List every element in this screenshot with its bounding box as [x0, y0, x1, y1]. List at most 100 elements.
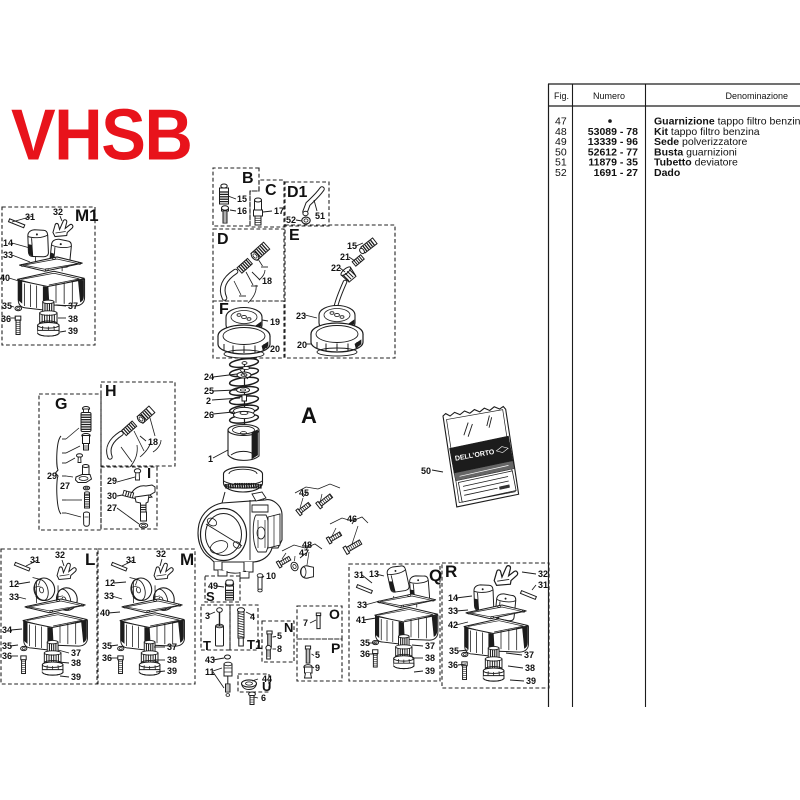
svg-text:Q: Q [429, 566, 442, 585]
svg-text:44: 44 [262, 674, 272, 684]
svg-text:47: 47 [555, 116, 567, 128]
svg-text:45: 45 [299, 488, 309, 498]
svg-text:O: O [329, 606, 340, 622]
svg-text:35: 35 [102, 641, 112, 651]
svg-text:1: 1 [208, 454, 213, 464]
svg-text:49: 49 [208, 581, 218, 591]
svg-text:33: 33 [9, 592, 19, 602]
svg-text:38: 38 [71, 658, 81, 668]
svg-text:Denominazione: Denominazione [725, 91, 788, 101]
svg-text:Guarnizione tappo filtro benzi: Guarnizione tappo filtro benzina [654, 116, 800, 128]
svg-text:12: 12 [9, 579, 19, 589]
svg-text:52: 52 [286, 215, 296, 225]
svg-text:26: 26 [204, 410, 214, 420]
svg-text:F: F [219, 301, 229, 318]
svg-text:40: 40 [0, 273, 10, 283]
svg-text:33: 33 [357, 600, 367, 610]
svg-text:35: 35 [2, 301, 12, 311]
svg-text:7: 7 [303, 618, 308, 628]
svg-text:T1: T1 [247, 637, 262, 652]
svg-text:39: 39 [425, 666, 435, 676]
svg-text:18: 18 [262, 276, 272, 286]
svg-text:41: 41 [356, 615, 366, 625]
svg-text:15: 15 [237, 194, 247, 204]
svg-text:25: 25 [204, 386, 214, 396]
svg-text:37: 37 [167, 642, 177, 652]
svg-text:P: P [331, 640, 340, 656]
svg-text:Numero: Numero [593, 91, 625, 101]
svg-text:23: 23 [296, 311, 306, 321]
svg-text:31: 31 [354, 570, 364, 580]
svg-text:33: 33 [104, 591, 114, 601]
svg-text:27: 27 [60, 481, 70, 491]
svg-text:2: 2 [206, 396, 211, 406]
svg-text:D: D [217, 231, 229, 248]
svg-text:M: M [180, 550, 194, 569]
svg-text:5: 5 [277, 631, 282, 641]
svg-text:34: 34 [2, 625, 12, 635]
svg-text:31: 31 [25, 212, 35, 222]
svg-text:13: 13 [369, 569, 379, 579]
svg-text:36: 36 [2, 651, 12, 661]
svg-text:10: 10 [266, 571, 276, 581]
svg-text:53089 - 78: 53089 - 78 [588, 126, 638, 138]
svg-text:L: L [85, 550, 95, 569]
svg-text:50: 50 [421, 466, 431, 476]
svg-text:38: 38 [525, 663, 535, 673]
svg-text:39: 39 [167, 666, 177, 676]
svg-text:4: 4 [250, 612, 255, 622]
svg-text:11879 - 35: 11879 - 35 [588, 157, 638, 169]
svg-text:46: 46 [347, 514, 357, 524]
svg-text:47: 47 [299, 548, 309, 558]
svg-text:38: 38 [167, 655, 177, 665]
svg-text:52: 52 [555, 167, 567, 179]
svg-text:48: 48 [555, 126, 567, 138]
svg-text:50: 50 [555, 146, 567, 158]
svg-text:33: 33 [448, 606, 458, 616]
svg-text:35: 35 [360, 638, 370, 648]
svg-text:M1: M1 [75, 206, 99, 225]
svg-text:U: U [262, 679, 271, 694]
svg-text:35: 35 [449, 646, 459, 656]
svg-text:S: S [206, 589, 215, 604]
svg-text:40: 40 [100, 608, 110, 618]
svg-text:Kit tappo filtro benzina: Kit tappo filtro benzina [654, 126, 760, 138]
svg-text:48: 48 [302, 540, 312, 550]
svg-text:37: 37 [425, 641, 435, 651]
svg-text:42: 42 [448, 620, 458, 630]
svg-text:21: 21 [340, 252, 350, 262]
svg-text:31: 31 [126, 555, 136, 565]
svg-text:R: R [445, 562, 457, 581]
svg-text:52612 - 77: 52612 - 77 [588, 146, 638, 158]
svg-text:38: 38 [68, 314, 78, 324]
svg-text:37: 37 [524, 650, 534, 660]
svg-text:E: E [289, 227, 300, 244]
svg-text:29: 29 [107, 476, 117, 486]
svg-text:32: 32 [538, 569, 548, 579]
svg-text:37: 37 [71, 648, 81, 658]
svg-text:29: 29 [47, 471, 57, 481]
svg-text:36: 36 [360, 649, 370, 659]
svg-text:22: 22 [331, 263, 341, 273]
svg-text:31: 31 [30, 555, 40, 565]
svg-text:14: 14 [3, 238, 13, 248]
svg-text:38: 38 [425, 653, 435, 663]
svg-text:16: 16 [237, 206, 247, 216]
svg-text:Dado: Dado [654, 167, 680, 179]
svg-text:14: 14 [448, 593, 458, 603]
svg-text:13339 - 96: 13339 - 96 [588, 136, 638, 148]
svg-text:Tubetto deviatore: Tubetto deviatore [654, 157, 738, 169]
svg-text:Sede polverizzatore: Sede polverizzatore [654, 136, 748, 148]
svg-text:51: 51 [555, 157, 567, 169]
svg-text:3: 3 [205, 611, 210, 621]
svg-text:D1: D1 [287, 184, 308, 201]
svg-text:18: 18 [148, 437, 158, 447]
svg-text:32: 32 [53, 207, 63, 217]
svg-text:30: 30 [107, 491, 117, 501]
svg-text:T: T [203, 638, 211, 653]
svg-text:8: 8 [277, 644, 282, 654]
svg-text:9: 9 [315, 663, 320, 673]
svg-text:43: 43 [205, 655, 215, 665]
svg-text:H: H [105, 383, 117, 400]
svg-text:Busta guarnizioni: Busta guarnizioni [654, 146, 737, 158]
